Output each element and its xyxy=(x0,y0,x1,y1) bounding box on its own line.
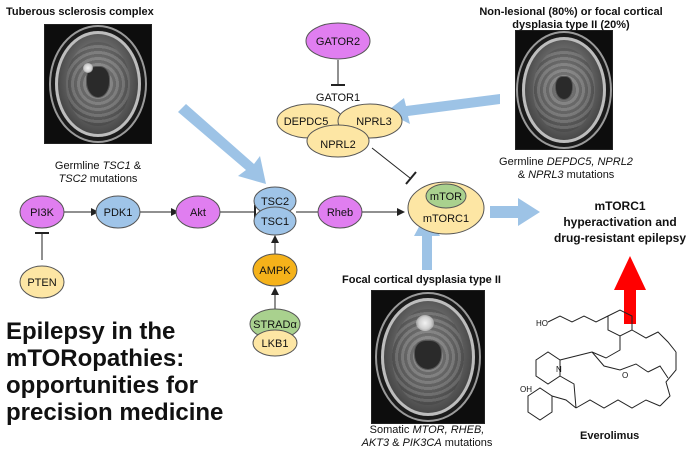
pdk1-label: PDK1 xyxy=(104,207,133,219)
tsc2-gene: TSC2 xyxy=(58,173,87,185)
gator1-inhibits-mtorc1-bar xyxy=(405,171,417,185)
nonlesional-title-line1: Non-lesional (80%) or focal cortical xyxy=(479,6,663,18)
nprl3-label: NPRL3 xyxy=(356,116,391,128)
gator2-node xyxy=(305,22,371,60)
nprl2-label: NPRL2 xyxy=(320,139,355,151)
nonlesional-to-gator1-block-arrow xyxy=(386,94,500,124)
tsc1-node xyxy=(253,206,297,236)
tsc1-label: TSC1 xyxy=(261,216,289,228)
structure-oh-label: OH xyxy=(520,385,532,394)
ampk-label: AMPK xyxy=(259,265,291,277)
tsc1-gene: TSC1 xyxy=(102,160,131,172)
pten-node xyxy=(19,265,65,299)
main-title-line3: opportunities for xyxy=(6,372,198,399)
lkb1-node xyxy=(252,329,298,357)
tsc-germline-amp: & xyxy=(130,160,142,172)
mtor-node xyxy=(425,183,467,209)
akt-node xyxy=(175,195,221,229)
tsc-germline-caption: Germline TSC1 & TSC2 mutations xyxy=(28,160,168,186)
figure-main-title: Epilepsy in the mTORopathies: opportunit… xyxy=(6,318,336,426)
depdc5-label: DEPDC5 xyxy=(284,116,329,128)
depdc5-germline-amp: & xyxy=(517,169,529,181)
nonlesional-title: Non-lesional (80%) or focal cortical dys… xyxy=(446,6,696,32)
main-title-line1: Epilepsy in the xyxy=(6,318,176,345)
nprl2-node xyxy=(306,124,370,158)
tsc-germline-suffix: mutations xyxy=(86,173,138,185)
depdc5-germline-prefix: Germline xyxy=(499,156,547,168)
gator2-label: GATOR2 xyxy=(316,36,360,48)
fcd-title: Focal cortical dysplasia type II xyxy=(342,274,501,286)
somatic-prefix: Somatic xyxy=(369,424,413,436)
structure-n-label: N xyxy=(556,365,562,374)
tsc-to-tsc2-block-arrow xyxy=(178,104,266,184)
somatic-genes-2: AKT3 xyxy=(361,437,390,449)
fcd-mri-image xyxy=(371,290,485,424)
tsc-mri-image xyxy=(44,24,152,144)
akt-label: Akt xyxy=(190,207,206,219)
somatic-suffix: mutations xyxy=(441,437,493,449)
depdc5-germline-caption: Germline DEPDC5, NPRL2 & NPRL3 mutations xyxy=(486,156,646,182)
depdc5-nprl2-genes: DEPDC5, NPRL2 xyxy=(546,156,633,168)
structure-ho-label: HO xyxy=(536,319,548,328)
pdk1-node xyxy=(95,195,141,229)
nonlesional-title-line2: dysplasia type II (20%) xyxy=(512,19,630,31)
mtorc1-label: mTORC1 xyxy=(423,213,469,225)
lkb1-label: LKB1 xyxy=(262,338,289,350)
rheb-node xyxy=(317,195,363,229)
somatic-genes-1: MTOR, RHEB, xyxy=(412,424,485,436)
rheb-label: Rheb xyxy=(327,207,353,219)
mtor-label: mTOR xyxy=(430,191,462,203)
everolimus-structure xyxy=(527,309,677,421)
gator1-inhibits-mtorc1-line xyxy=(371,147,411,179)
pten-label: PTEN xyxy=(27,277,56,289)
gator1-label: GATOR1 xyxy=(316,92,360,104)
somatic-caption: Somatic MTOR, RHEB, AKT3 & PIK3CA mutati… xyxy=(346,424,508,450)
nonlesional-mri-image xyxy=(515,30,613,150)
somatic-genes-3: PIK3CA xyxy=(402,437,442,449)
outcome-line3: drug-resistant epilepsy xyxy=(553,231,687,245)
depdc5-germline-suffix: mutations xyxy=(563,169,615,181)
mtorc1-to-outcome-block-arrow xyxy=(490,198,540,226)
pi3k-label: PI3K xyxy=(30,207,55,219)
everolimus-label: Everolimus xyxy=(580,430,640,442)
pi3k-node xyxy=(19,195,65,229)
outcome-text: mTORC1 hyperactivation and drug-resistan… xyxy=(540,198,700,246)
nprl3-gene: NPRL3 xyxy=(528,169,564,181)
tsc-title: Tuberous sclerosis complex xyxy=(6,6,154,18)
main-title-line2: mTORopathies: xyxy=(6,345,185,372)
tsc2-label: TSC2 xyxy=(261,196,289,208)
somatic-amp: & xyxy=(389,437,403,449)
strada-label: STRADα xyxy=(253,319,297,331)
everolimus-to-outcome-red-arrow xyxy=(614,256,646,324)
ampk-node xyxy=(252,253,298,287)
outcome-line2: hyperactivation and xyxy=(563,215,677,229)
tsc-germline-prefix: Germline xyxy=(54,160,103,172)
outcome-line1: mTORC1 xyxy=(594,199,646,213)
main-title-line4: precision medicine xyxy=(6,399,224,426)
structure-o-label: O xyxy=(622,371,628,380)
